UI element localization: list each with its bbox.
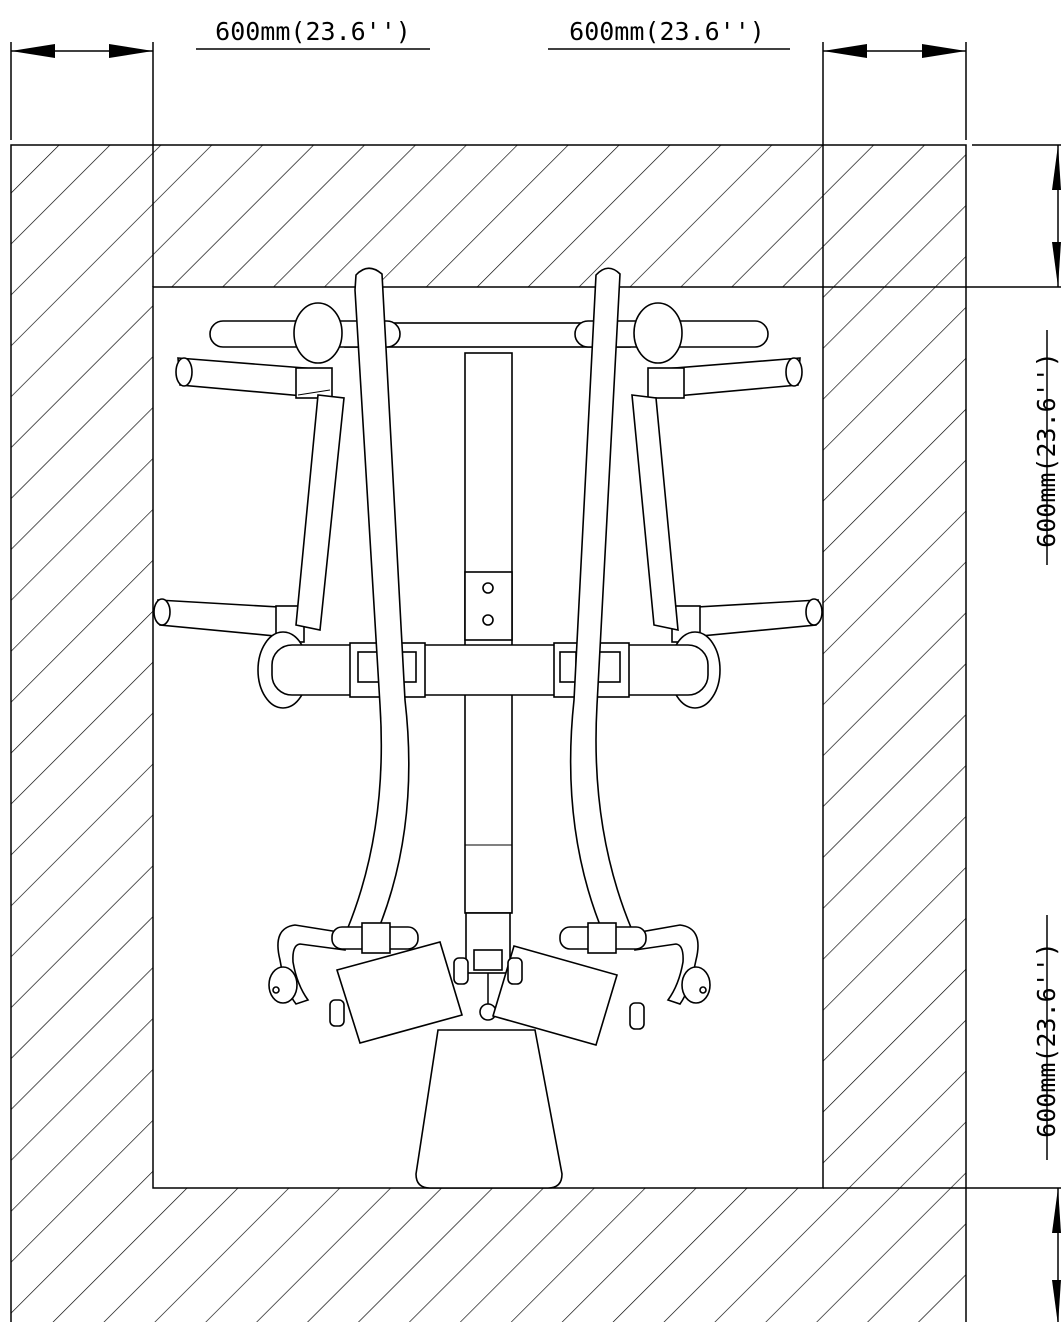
arrow-up-icon: [1052, 1188, 1061, 1233]
left-grip: [268, 922, 419, 1005]
right-lower-dimension-label: 600mm(23.6''): [1032, 942, 1061, 1138]
arrow-down-icon: [1052, 242, 1061, 287]
top-left-dimension-label: 600mm(23.6''): [215, 17, 411, 46]
left-handles: [153, 302, 401, 643]
arrow-right-icon: [922, 44, 966, 58]
right-arm: [569, 267, 634, 936]
right-handles: [574, 302, 823, 643]
arrow-left-icon: [823, 44, 867, 58]
right-dimension-lines: [823, 144, 1061, 1322]
machine-top-view: [153, 267, 823, 1189]
left-arm: [345, 267, 410, 936]
arrow-left-icon: [11, 44, 55, 58]
left-knee-pad: [329, 941, 469, 1044]
arrow-right-icon: [109, 44, 153, 58]
right-upper-dimension-label: 600mm(23.6''): [1032, 352, 1061, 548]
right-knee-pad: [491, 945, 645, 1046]
arrow-down-icon: [1052, 1280, 1061, 1322]
top-dimension-lines: [10, 42, 967, 287]
top-right-dimension-label: 600mm(23.6''): [569, 17, 765, 46]
seat-base: [415, 1029, 563, 1189]
arrow-up-icon: [1052, 145, 1061, 190]
right-grip: [559, 922, 711, 1005]
